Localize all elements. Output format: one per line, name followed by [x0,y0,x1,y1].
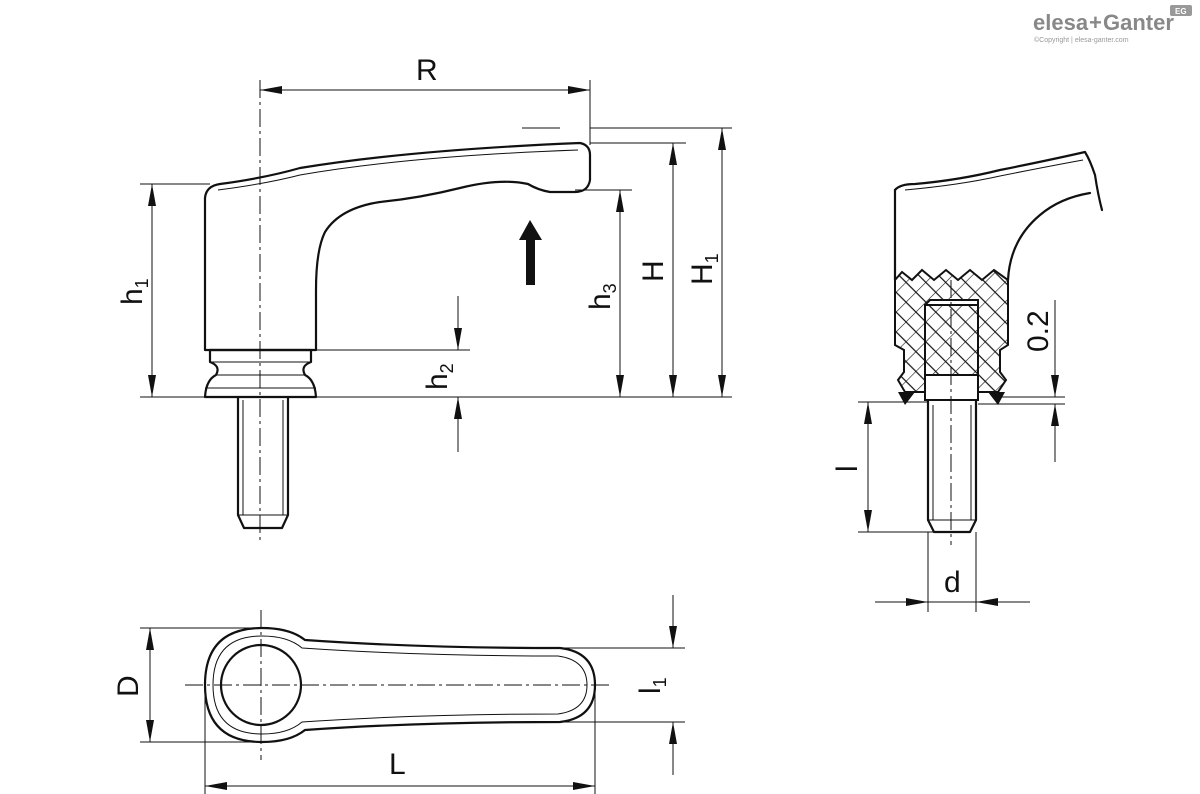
dim-l1: l1 [560,595,685,775]
dim-h1: h1 [116,184,156,397]
svg-text:l1: l1 [634,677,670,694]
top-view-inner-outline [212,635,588,735]
label-H1-sub: 1 [702,253,722,263]
label-l1-sub: 1 [650,677,670,687]
dim-0-2: 0.2 [978,300,1065,462]
seal-right [988,392,1005,405]
label-h1: h [116,288,149,305]
svg-text:h1: h1 [116,278,152,305]
seal-left [898,392,915,405]
threaded-stud [236,395,290,530]
brand-badge-bg [1170,5,1192,16]
svg-text:h3: h3 [584,283,620,310]
brand-badge: EG [1175,7,1187,16]
label-h3: h [584,293,617,310]
dim-L: L [204,688,596,794]
dim-l: l [831,401,934,533]
section-lever-outline [893,150,1104,212]
top-view [185,610,610,760]
label-D: D [112,675,145,697]
dim-H: H [637,143,677,397]
label-H1: H [686,263,719,285]
label-l1: l [634,687,667,694]
label-R: R [416,54,438,87]
lever-top-edge [217,149,579,191]
dim-H1: H1 [686,128,726,397]
svg-text:H1: H1 [686,253,722,285]
label-h1-sub: 1 [132,278,152,288]
label-H: H [637,260,670,282]
label-d: d [944,566,961,599]
lever-outline [203,141,592,352]
label-gap: 0.2 [1022,310,1055,352]
release-arrow-icon [519,220,542,285]
label-h3-sub: 3 [600,283,620,293]
label-h2-sub: 2 [437,363,457,373]
section-top-edge [904,159,1084,191]
brand-plus: + [1089,10,1102,35]
label-L: L [389,748,406,781]
dim-h3: h3 [584,190,624,397]
svg-text:h2: h2 [421,363,457,390]
label-h2: h [421,373,454,390]
side-view [203,80,592,540]
brand-name-right: Ganter [1103,10,1174,35]
brand-logo: elesa + Ganter EG ©Copyright | elesa-gan… [1033,5,1192,44]
section-view [893,150,1104,545]
dim-h2: h2 [421,296,462,452]
dim-d: d [875,532,1030,612]
dim-D: D [112,627,262,743]
section-hatch [894,268,1009,393]
label-l: l [831,465,864,472]
top-view-outline [203,626,597,744]
section-threaded-stud [926,398,978,534]
dim-R: R [260,54,591,145]
brand-name-left: elesa [1033,10,1089,35]
section-under-curve [1006,191,1092,282]
brand-copyright: ©Copyright | elesa-ganter.com [1034,36,1129,44]
